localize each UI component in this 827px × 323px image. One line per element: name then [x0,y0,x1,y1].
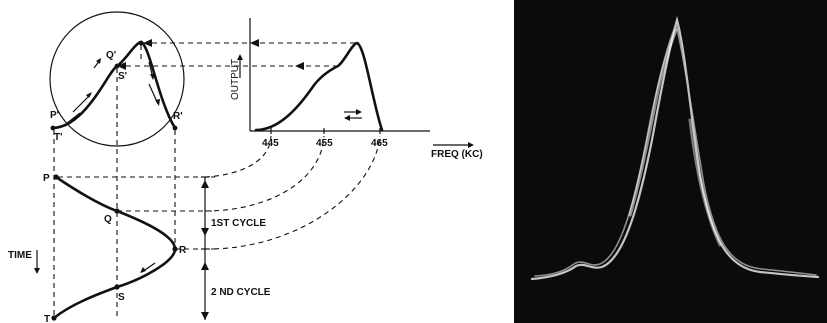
time-sweep-plot: P Q R S T TIME 1ST CYCLE 2 ND CYCLE [8,173,271,323]
label-p: P [43,173,50,184]
cycle-bracket-top-arrow [201,180,209,188]
label-t-prime: T' [54,132,63,143]
freq-tick-label-455: 455 [316,138,333,149]
sweep-arrow-left-head [344,115,350,121]
time-sweep-curve [52,175,177,320]
time-arrow-head [34,268,40,274]
label-s: S [118,292,125,303]
label-p-prime: P' [50,110,59,121]
circle-arrow-rising-head [86,92,92,98]
point-marker-s [114,284,120,290]
point-marker-r-prime [172,125,178,131]
sweep-arrow-right-head [356,109,362,115]
dash-curve-455 [204,135,325,212]
oscilloscope-trace-glow [628,28,678,217]
response-circle [49,11,185,147]
dash-curve-465 [204,135,381,250]
label-t: T [44,314,50,323]
freq-axis-label: FREQ (KC) [431,149,483,160]
output-response-curve [254,41,384,132]
time-curve-arrow-head [140,267,146,273]
label-q: Q [104,214,112,225]
cycle-bracket-mid-arrow-up [201,228,209,236]
label-r: R [179,245,187,256]
cycle-label-first: 1ST CYCLE [211,218,266,229]
cycle-bracket-bottom-arrow [201,312,209,320]
point-marker-t [51,315,57,321]
dash-sprime-arrowhead [117,62,126,70]
label-q-prime: Q' [106,50,116,61]
cycle-bracket-mid-arrow-down [201,262,209,270]
circle-arrow-falling-head [155,99,160,106]
freq-axis-overline-head [468,142,474,148]
oscilloscope-photo [514,0,827,323]
freq-tick-label-445: 445 [262,138,279,149]
dash-peak-arrowhead [143,39,152,47]
output-axis-label: OUTPUT [230,59,241,100]
dash-output-arrowhead-1 [250,39,259,47]
circle-arrow-left [65,112,81,125]
circle-arrow-up-head [96,58,101,64]
label-s-prime: S' [118,71,127,82]
point-marker-p [53,174,59,180]
cycle-label-second: 2 ND CYCLE [211,287,271,298]
circle-arrow-down-head [150,74,155,80]
projection-lines [53,39,381,318]
dash-curve-445 [204,135,272,178]
point-marker-r [172,246,178,252]
label-r-prime: R' [173,111,183,122]
point-marker-q [114,208,120,214]
oscilloscope-trace-glow-right [688,118,722,247]
freq-tick-label-465: 465 [371,138,388,149]
time-label: TIME [8,250,32,261]
dash-output-arrowhead-2 [295,62,304,70]
output-plot: OUTPUT 445 455 465 FREQ (KC) [230,18,483,160]
point-marker-t-prime [50,125,56,131]
output-axis-arrow-head [237,54,243,60]
point-marker-peak [138,40,144,46]
